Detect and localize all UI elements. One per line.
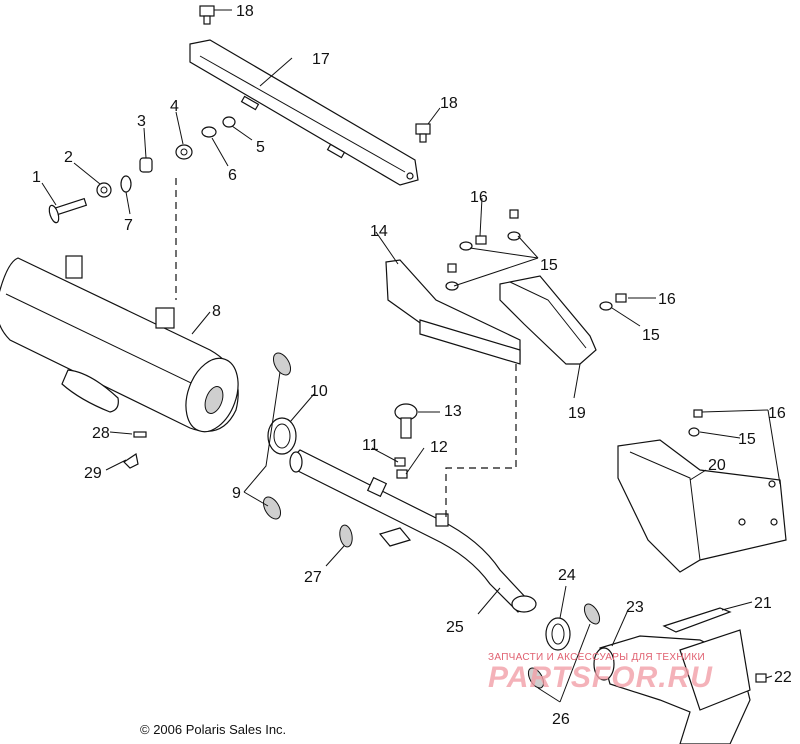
part-11-bolt <box>394 457 406 467</box>
part-24-gasket <box>545 617 571 651</box>
callout-1: 1 <box>32 169 41 186</box>
part-13-damper <box>394 403 418 439</box>
part-16-nut-top <box>509 209 519 219</box>
part-9-spring-upper <box>272 352 292 376</box>
callout-9: 9 <box>232 485 241 502</box>
callout-4: 4 <box>170 98 179 115</box>
callout-16-upper: 16 <box>470 189 488 206</box>
callout-15-right: 15 <box>642 327 660 344</box>
part-27-spring <box>339 524 353 548</box>
part-15-washer-right <box>599 301 613 311</box>
part-23-exhaust-manifold <box>593 629 751 744</box>
part-15-washer-b <box>507 231 521 241</box>
callout-13: 13 <box>444 403 462 420</box>
part-16-nut-mid <box>475 235 487 245</box>
callout-5: 5 <box>256 139 265 156</box>
part-7-washer <box>120 175 132 193</box>
callout-22: 22 <box>774 669 792 686</box>
part-4-grommet <box>175 144 193 160</box>
callout-3: 3 <box>137 113 146 130</box>
callout-2: 2 <box>64 149 73 166</box>
watermark: ЗАПЧАСТИ И АКСЕССУАРЫ ДЛЯ ТЕХНИКИ PARTSF… <box>488 652 788 693</box>
callout-27: 27 <box>304 569 322 586</box>
part-1-bolt <box>48 197 88 224</box>
part-8-muffler <box>0 255 239 433</box>
part-6-washer <box>201 126 217 138</box>
part-20-heat-shield <box>617 439 787 573</box>
part-18-bolt-top <box>199 5 215 25</box>
callout-24: 24 <box>558 567 576 584</box>
callout-labels: 1 2 3 4 5 6 7 8 9 10 11 12 13 14 15 15 1… <box>32 3 792 728</box>
callout-29: 29 <box>84 465 102 482</box>
callout-12: 12 <box>430 439 448 456</box>
part-15-washer-a <box>459 241 473 251</box>
callout-8: 8 <box>212 303 221 320</box>
part-2-nut <box>96 182 112 198</box>
leader-lines <box>41 9 781 703</box>
part-16-nut-low <box>447 263 457 273</box>
watermark-text: ЗАПЧАСТИ И АКСЕССУАРЫ ДЛЯ ТЕХНИКИ <box>488 652 705 663</box>
part-3-spacer <box>139 157 153 173</box>
callout-7: 7 <box>124 217 133 234</box>
callout-16-lower: 16 <box>768 405 786 422</box>
part-26-spring-lower <box>527 667 545 689</box>
callout-17: 17 <box>312 51 330 68</box>
part-15-washer-lower-right <box>688 427 700 437</box>
callout-11: 11 <box>362 437 379 454</box>
callout-28: 28 <box>92 425 110 442</box>
callout-14: 14 <box>370 223 388 240</box>
callout-6: 6 <box>228 167 237 184</box>
callout-26: 26 <box>552 711 570 728</box>
callout-25: 25 <box>446 619 464 636</box>
part-5-nut <box>222 116 236 128</box>
part-17-heat-shield-bracket <box>189 39 419 186</box>
part-16-nut-right <box>615 293 627 303</box>
part-12-nut <box>396 469 408 479</box>
callout-20: 20 <box>708 457 726 474</box>
callout-18-right: 18 <box>440 95 458 112</box>
part-16-nut-lower-right <box>693 409 703 418</box>
callout-16-right: 16 <box>658 291 676 308</box>
callout-10: 10 <box>310 383 328 400</box>
part-29-retainer <box>123 453 139 469</box>
callout-21: 21 <box>754 595 772 612</box>
part-26-spring-upper <box>583 603 601 625</box>
copyright-notice: © 2006 Polaris Sales Inc. <box>140 722 287 737</box>
part-28-clip <box>133 431 147 438</box>
part-9-spring-lower <box>262 496 282 520</box>
watermark-logo: PARTSFOR.RU <box>488 661 713 694</box>
alignment-dashed-line-19-25 <box>445 352 517 520</box>
part-15-washer-c <box>445 281 459 291</box>
callout-19: 19 <box>568 405 586 422</box>
part-10-gasket <box>267 417 297 455</box>
part-25-head-pipe <box>289 449 537 613</box>
callout-15-lower: 15 <box>738 431 756 448</box>
callout-15-upper: 15 <box>540 257 558 274</box>
callout-23: 23 <box>626 599 644 616</box>
part-18-bolt-right <box>415 123 431 143</box>
callout-18-top: 18 <box>236 3 254 20</box>
part-21-gasket-plate <box>662 607 732 633</box>
part-14-mounting-bracket <box>385 259 521 365</box>
